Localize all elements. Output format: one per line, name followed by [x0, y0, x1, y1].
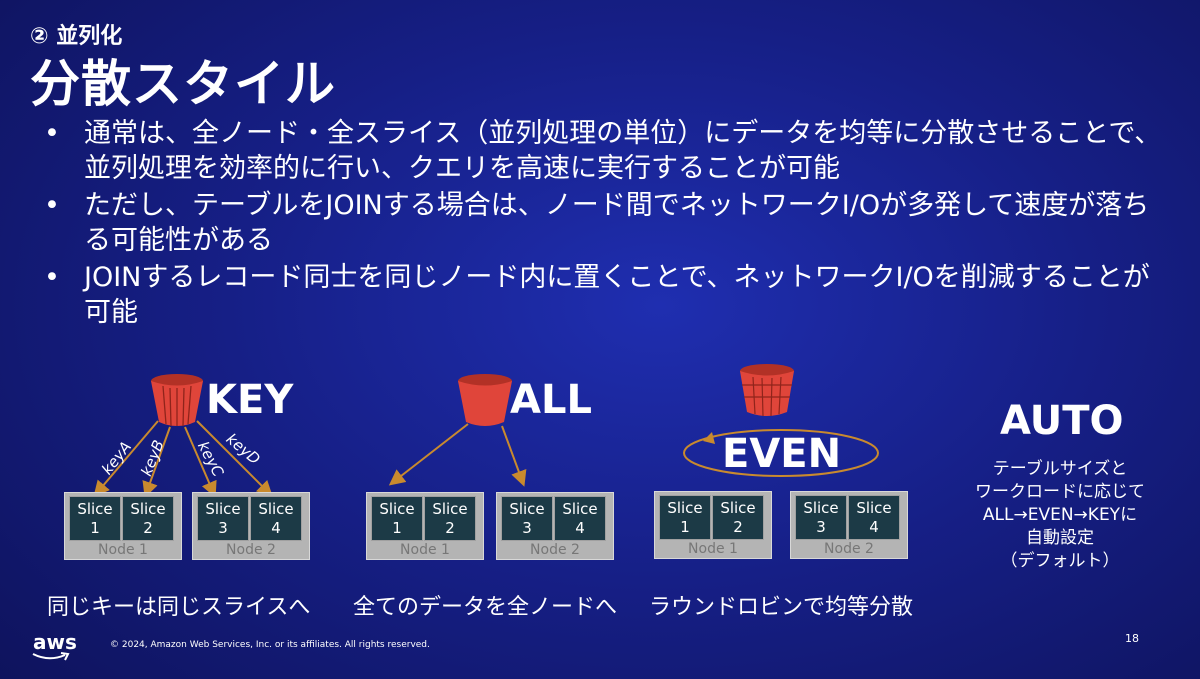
- slide-subtitle: ② 並列化: [30, 24, 123, 49]
- node-label: Node 1: [688, 541, 738, 557]
- auto-description-line: 自動設定: [1026, 528, 1094, 548]
- bullet-item: ただし、テーブルをJOINする場合は、ノード間でネットワークI/Oが多発して速度…: [44, 188, 1164, 258]
- aws-smile-icon: [32, 652, 70, 661]
- bullet-list: 通常は、全ノード・全スライス（並列処理の単位）にデータを均等に分散させることで、…: [44, 116, 1164, 332]
- round-robin-ring: [683, 429, 879, 477]
- caption-even: ラウンドロビンで均等分散: [649, 595, 914, 620]
- mode-label-even: EVEN: [722, 431, 842, 477]
- copyright-text: © 2024, Amazon Web Services, Inc. or its…: [110, 640, 430, 650]
- all-arrows: [388, 423, 527, 487]
- caption-all: 全てのデータを全ノードへ: [353, 595, 618, 620]
- auto-description-line: ALL→EVEN→KEYに: [982, 505, 1138, 525]
- auto-description: テーブルサイズと ワークロードに応じて ALL→EVEN→KEYに 自動設定 （…: [955, 458, 1165, 573]
- bucket-icon: [458, 374, 512, 426]
- bucket-icon: [740, 364, 794, 417]
- bullet-item: 通常は、全ノード・全スライス（並列処理の単位）にデータを均等に分散させることで、…: [44, 116, 1164, 186]
- node-label: Node 1: [400, 542, 450, 558]
- mode-label-auto: AUTO: [1000, 398, 1124, 444]
- aws-logo: aws: [32, 630, 77, 661]
- caption-key: 同じキーは同じスライスへ: [47, 595, 311, 620]
- auto-description-line: （デフォルト）: [1000, 551, 1120, 571]
- node-label: Node 2: [530, 542, 580, 558]
- page-number: 18: [1125, 632, 1139, 645]
- node-label: Node 1: [98, 542, 148, 558]
- bucket-icon: [151, 374, 203, 427]
- auto-description-line: テーブルサイズと: [992, 459, 1128, 479]
- bullet-item: JOINするレコード同士を同じノード内に置くことで、ネットワークI/Oを削減する…: [44, 260, 1164, 330]
- node-label: Node 2: [824, 541, 874, 557]
- mode-label-all: ALL: [510, 377, 592, 423]
- slide-title: 分散スタイル: [30, 55, 336, 113]
- node-label: Node 2: [226, 542, 276, 558]
- key-arrows: [93, 420, 273, 498]
- mode-label-key: KEY: [206, 377, 294, 423]
- auto-description-line: ワークロードに応じて: [975, 482, 1145, 502]
